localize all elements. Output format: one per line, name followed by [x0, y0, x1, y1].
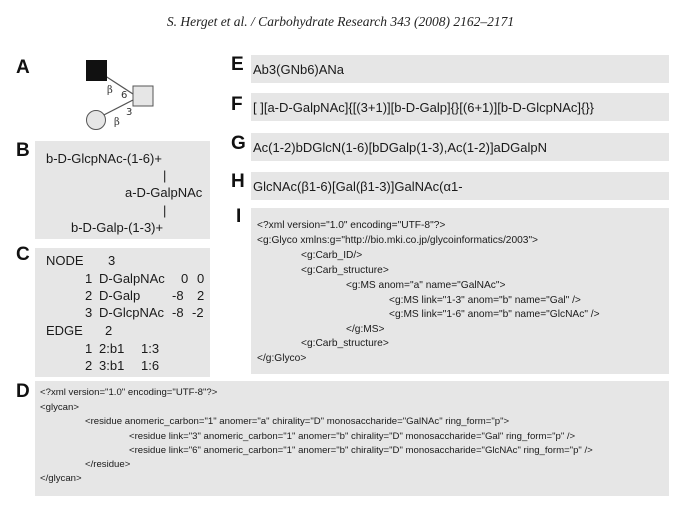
edge-row-to: 1:3 [141, 341, 160, 356]
node-row-coord-b: 2 [197, 288, 205, 303]
edge-count: 2 [105, 323, 113, 338]
xml-line: <g:MS link="1-3" anom="b" name="Gal" /> [389, 295, 581, 306]
node-row-idx: 2 [85, 288, 93, 303]
panel-b-bar2: | [163, 203, 167, 218]
link-position-top: 6 [121, 90, 127, 101]
panel-b-bar1: | [163, 168, 167, 183]
panel-label-a: A [16, 57, 30, 78]
link-position-bottom: 3 [126, 107, 132, 118]
xml-line: <g:Carb_ID/> [301, 250, 363, 261]
panel-label-h: H [231, 171, 245, 192]
panel-b-line1: b-D-GlcpNAc-(1-6)+ [46, 151, 162, 166]
xml-line: <residue link="3" anomeric_carbon="1" an… [129, 431, 576, 442]
glcnac-square-icon [86, 60, 107, 81]
xml-line: <g:Carb_structure> [301, 265, 389, 276]
link-anomer-bottom: β [114, 117, 120, 128]
panel-i-glycoct-xml-box: <?xml version="1.0" encoding="UTF-8"?> <… [251, 208, 669, 374]
xml-line: <g:Carb_structure> [301, 338, 389, 349]
panel-label-f: F [231, 94, 243, 115]
xml-line: </residue> [85, 459, 131, 470]
node-row-name: D-GalpNAc [99, 271, 165, 286]
panel-g-box: Ac(1-2)bDGlcN(1-6)[bDGalp(1-3),Ac(1-2)]a… [251, 133, 669, 161]
xml-line: <?xml version="1.0" encoding="UTF-8"?> [257, 220, 446, 231]
node-row-coord-a: -8 [172, 305, 184, 320]
link-anomer-top: β [107, 85, 113, 96]
node-row-coord-b: 0 [197, 271, 205, 286]
xml-line: </g:MS> [346, 324, 385, 335]
node-row-coord-a: -8 [172, 288, 184, 303]
panel-f-box: [ ][a-D-GalpNAc]{[(3+1)][b-D-Galp]{}[(6+… [251, 93, 669, 121]
journal-header: S. Herget et al. / Carbohydrate Research… [166, 14, 515, 29]
glycan-symbol-diagram: β 6 β 3 [86, 60, 154, 130]
xml-line: <residue anomeric_carbon="1" anomer="a" … [85, 416, 510, 427]
edge-row-idx: 1 [85, 341, 93, 356]
xml-line: </g:Glyco> [257, 353, 307, 364]
xml-line: <glycan> [40, 402, 79, 413]
panel-h-box: GlcNAc(β1-6)[Gal(β1-3)]GalNAc(α1- [251, 172, 669, 200]
panel-f-text: [ ][a-D-GalpNAc]{[(3+1)][b-D-Galp]{}[(6+… [253, 100, 595, 115]
panel-label-b: B [16, 140, 30, 161]
panel-d-glydeii-xml-box: <?xml version="1.0" encoding="UTF-8"?> <… [35, 381, 669, 496]
gal-circle-icon [86, 110, 106, 130]
xml-line: </glycan> [40, 473, 82, 484]
panel-c-kcf-box: NODE 3 1 D-GalpNAc 0 0 2 D-Galp -8 2 3 D… [35, 248, 210, 377]
node-row-idx: 3 [85, 305, 93, 320]
panel-g-text: Ac(1-2)bDGlcN(1-6)[bDGalp(1-3),Ac(1-2)]a… [253, 140, 548, 155]
node-row-name: D-Galp [99, 288, 141, 303]
node-count: 3 [108, 253, 116, 268]
edge-row-from: 3:b1 [99, 358, 125, 373]
xml-line: <g:MS anom="a" name="GalNAc"> [346, 280, 506, 291]
xml-line: <residue link="6" anomeric_carbon="1" an… [129, 445, 593, 456]
panel-label-i: I [236, 206, 242, 227]
xml-line: <g:Glyco xmlns:g="http://bio.mki.co.jp/g… [257, 235, 539, 246]
panel-label-e: E [231, 54, 244, 75]
panel-e-text: Ab3(GNb6)ANa [253, 62, 345, 77]
panel-h-text: GlcNAc(β1-6)[Gal(β1-3)]GalNAc(α1- [253, 179, 463, 194]
edge-label: EDGE [46, 323, 83, 338]
edge-row-idx: 2 [85, 358, 93, 373]
panel-label-g: G [231, 133, 246, 154]
node-row-coord-b: -2 [192, 305, 204, 320]
node-row-coord-a: 0 [181, 271, 189, 286]
node-label: NODE [46, 253, 84, 268]
panel-label-d: D [16, 381, 30, 402]
edge-row-from: 2:b1 [99, 341, 125, 356]
panel-b-iupac-box: b-D-GlcpNAc-(1-6)+ | a-D-GalpNAc | b-D-G… [35, 141, 210, 239]
galnac-square-icon [132, 85, 154, 107]
edge-row-to: 1:6 [141, 358, 160, 373]
node-row-idx: 1 [85, 271, 93, 286]
xml-line: <g:MS link="1-6" anom="b" name="GlcNAc" … [389, 309, 600, 320]
panel-b-line3: b-D-Galp-(1-3)+ [71, 220, 164, 235]
panel-label-c: C [16, 244, 30, 265]
panel-b-line2: a-D-GalpNAc [125, 185, 203, 200]
xml-line: <?xml version="1.0" encoding="UTF-8"?> [40, 387, 218, 398]
node-row-name: D-GlcpNAc [99, 305, 165, 320]
panel-e-box: Ab3(GNb6)ANa [251, 55, 669, 83]
